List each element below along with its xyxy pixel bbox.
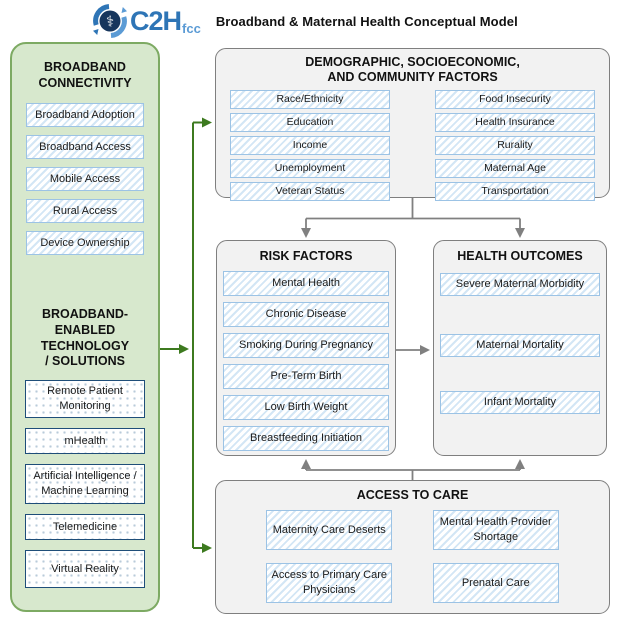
access-to-care-box: ACCESS TO CARE Maternity Care Deserts Me… [215, 480, 610, 614]
logo-text: C2H [130, 5, 182, 36]
node-pre-term-birth: Pre-Term Birth [223, 363, 389, 389]
node-ai-machine-learning: Artificial Intelligence / Machine Learni… [25, 463, 145, 504]
node-mhealth: mHealth [25, 427, 145, 454]
node-access-to-primary-care-physicians: Access to Primary Care Physicians [266, 562, 393, 603]
node-maternity-care-deserts: Maternity Care Deserts [266, 509, 393, 550]
node-telemedicine: Telemedicine [25, 513, 145, 540]
health-outcomes-title: HEALTH OUTCOMES [457, 249, 583, 263]
broadband-technology-title: BROADBAND- ENABLED TECHNOLOGY / SOLUTION… [17, 307, 153, 370]
demographic-factors-box: DEMOGRAPHIC, SOCIOECONOMIC, AND COMMUNIT… [215, 48, 610, 201]
access-to-care-title: ACCESS TO CARE [356, 488, 469, 502]
technology-title-line1: BROADBAND- [41, 307, 129, 322]
logo-subtext: fcc [182, 21, 201, 36]
node-remote-patient-monitoring: Remote Patient Monitoring [25, 379, 145, 418]
access-to-care-grid: Maternity Care Deserts Mental Health Pro… [216, 509, 609, 603]
svg-text:⚕: ⚕ [106, 14, 114, 31]
node-breastfeeding-initiation: Breastfeeding Initiation [223, 425, 389, 451]
node-broadband-adoption: Broadband Adoption [26, 103, 144, 128]
node-rural-access: Rural Access [26, 199, 144, 224]
node-chronic-disease: Chronic Disease [223, 301, 389, 327]
health-outcomes-box: HEALTH OUTCOMES Severe Maternal Morbidit… [433, 240, 607, 456]
node-prenatal-care: Prenatal Care [432, 562, 559, 603]
broadband-connectivity-title: BROADBAND CONNECTIVITY [38, 60, 132, 90]
node-mental-health-provider-shortage: Mental Health Provider Shortage [432, 509, 559, 550]
demographic-factors-grid: Race/Ethnicity Food Insecurity Education… [216, 85, 609, 201]
node-unemployment: Unemployment [230, 158, 390, 178]
node-device-ownership: Device Ownership [26, 231, 144, 256]
node-mental-health: Mental Health [223, 270, 389, 296]
node-veteran-status: Veteran Status [230, 181, 390, 201]
node-income: Income [230, 135, 390, 155]
risk-factors-list: Mental Health Chronic Disease Smoking Du… [217, 270, 395, 451]
node-maternal-mortality: Maternal Mortality [440, 333, 600, 357]
node-virtual-reality: Virtual Reality [25, 549, 145, 588]
page-title: Broadband & Maternal Health Conceptual M… [215, 13, 518, 29]
node-race-ethnicity: Race/Ethnicity [230, 89, 390, 109]
node-transportation: Transportation [435, 181, 595, 201]
risk-factors-box: RISK FACTORS Mental Health Chronic Disea… [216, 240, 396, 456]
risk-factors-title: RISK FACTORS [259, 249, 353, 263]
node-rurality: Rurality [435, 135, 595, 155]
node-smoking-during-pregnancy: Smoking During Pregnancy [223, 332, 389, 358]
technology-title-line2: ENABLED TECHNOLOGY [40, 322, 130, 353]
node-low-birth-weight: Low Birth Weight [223, 394, 389, 420]
technology-title-line3: / SOLUTIONS [45, 354, 125, 369]
node-maternal-age: Maternal Age [435, 158, 595, 178]
broadband-panel: BROADBAND CONNECTIVITY Broadband Adoptio… [10, 42, 160, 612]
node-mobile-access: Mobile Access [26, 167, 144, 192]
demographic-title-line1: DEMOGRAPHIC, SOCIOECONOMIC, [305, 55, 520, 69]
node-severe-maternal-morbidity: Severe Maternal Morbidity [440, 272, 600, 296]
c2hfcc-logo-icon: ⚕ [93, 4, 127, 38]
header: ⚕ C2H fcc Broadband & Maternal Health Co… [92, 2, 518, 40]
demographic-title-line2: AND COMMUNITY FACTORS [327, 69, 498, 84]
node-infant-mortality: Infant Mortality [440, 390, 600, 414]
node-education: Education [230, 112, 390, 132]
node-food-insecurity: Food Insecurity [435, 89, 595, 109]
node-health-insurance: Health Insurance [435, 112, 595, 132]
node-broadband-access: Broadband Access [26, 135, 144, 160]
demographic-factors-title: DEMOGRAPHIC, SOCIOECONOMIC, AND COMMUNIT… [216, 55, 609, 85]
